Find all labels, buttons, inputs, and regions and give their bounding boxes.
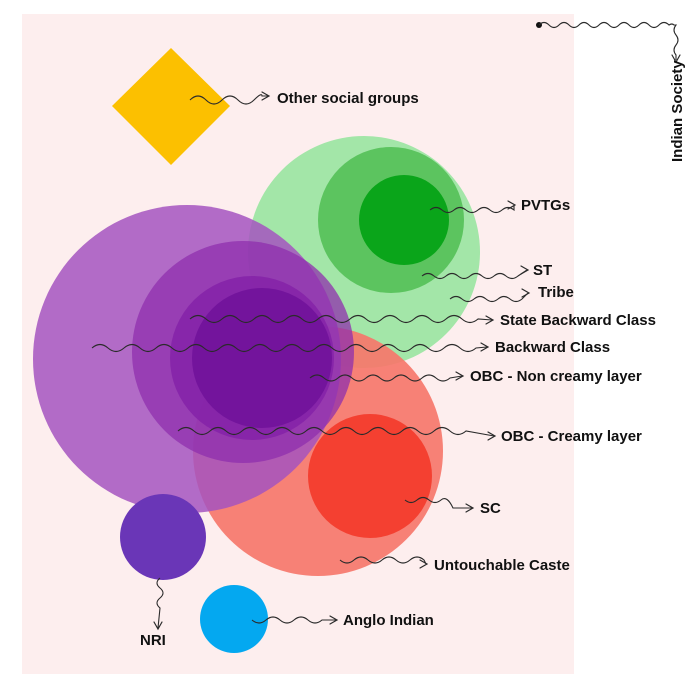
label-indian-society: Indian Society	[669, 60, 686, 162]
other-social-groups-shape	[112, 48, 230, 165]
label-tribe: Tribe	[538, 284, 574, 301]
label-st: ST	[533, 262, 552, 279]
label-sc: SC	[480, 500, 501, 517]
label-anglo-indian: Anglo Indian	[343, 612, 434, 629]
label-backward-class: Backward Class	[495, 339, 610, 356]
label-other-social-groups: Other social groups	[277, 90, 419, 107]
obc-non-creamy-layer-circle	[192, 288, 332, 428]
nri-circle	[120, 494, 206, 580]
connector-lines	[91, 21, 681, 631]
anglo-indian-circle	[200, 585, 268, 653]
label-state-backward-class: State Backward Class	[500, 312, 656, 329]
label-obc-non-creamy-layer: OBC - Non creamy layer	[470, 368, 642, 385]
label-pvtgs: PVTGs	[521, 197, 570, 214]
label-obc-creamy-layer: OBC - Creamy layer	[501, 428, 642, 445]
sc-circle	[308, 414, 432, 538]
label-nri: NRI	[140, 632, 166, 649]
pvtgs-circle	[359, 175, 449, 265]
label-untouchable-caste: Untouchable Caste	[434, 557, 570, 574]
